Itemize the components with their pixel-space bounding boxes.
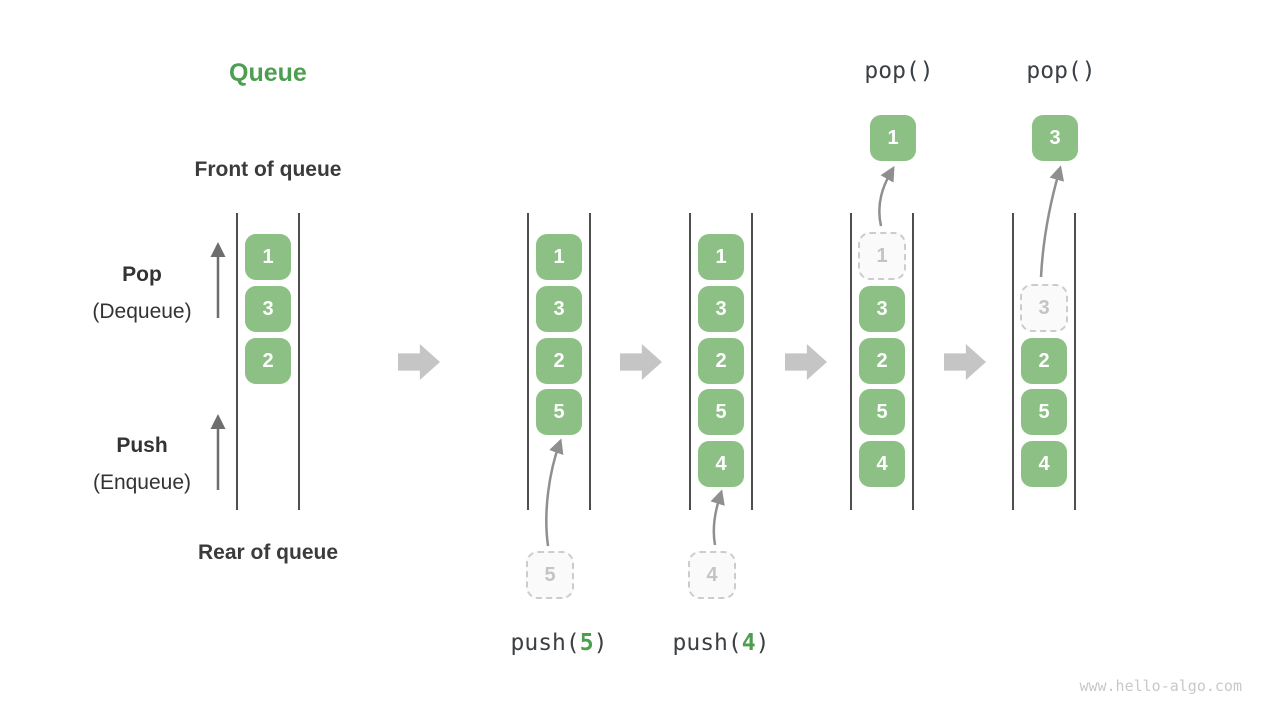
incoming-item-ghost: 4 [688, 551, 736, 599]
queue-item: 5 [698, 389, 744, 435]
push-call-pre: push( [510, 630, 580, 656]
diagram-title: Queue [229, 59, 307, 87]
step-arrow-icon [785, 344, 827, 380]
push-call-post: ) [755, 630, 770, 656]
queue-wall-right [751, 213, 753, 510]
queue-wall-left [527, 213, 529, 510]
step-arrow-icon [398, 344, 440, 380]
queue-item: 3 [245, 286, 291, 332]
queue-wall-right [298, 213, 300, 510]
queue-wall-left [1012, 213, 1014, 510]
pop-1-arrow [878, 165, 895, 227]
push-call-post: ) [593, 630, 608, 656]
pop-label: Pop [122, 263, 162, 286]
queue-wall-left [689, 213, 691, 510]
push-call-arg: 5 [579, 630, 594, 656]
push-call-arg: 4 [741, 630, 756, 656]
queue-item: 2 [698, 338, 744, 384]
queue-item: 2 [536, 338, 582, 384]
queue-item: 2 [1021, 338, 1067, 384]
push-4-arrow [710, 489, 725, 546]
pop-3-arrow [1039, 165, 1065, 278]
queue-item: 1 [536, 234, 582, 280]
push-label: Push [116, 434, 168, 457]
pop-call-label: pop() [1026, 58, 1096, 84]
queue-item: 1 [698, 234, 744, 280]
queue-item: 4 [859, 441, 905, 487]
queue-wall-left [236, 213, 238, 510]
queue-item: 4 [1021, 441, 1067, 487]
pop-call-label: pop() [864, 58, 934, 84]
push-call-label: push(5) [479, 630, 639, 656]
queue-wall-right [912, 213, 914, 510]
queue-item: 3 [536, 286, 582, 332]
queue-item: 5 [536, 389, 582, 435]
queue-item: 3 [859, 286, 905, 332]
queue-wall-right [1074, 213, 1076, 510]
queue-item: 5 [859, 389, 905, 435]
dequeue-label: (Dequeue) [92, 300, 192, 323]
removed-item-ghost: 3 [1020, 284, 1068, 332]
queue-item: 1 [245, 234, 291, 280]
watermark: www.hello-algo.com [1079, 677, 1242, 695]
step-arrow-icon [620, 344, 662, 380]
rear-of-queue-label: Rear of queue [197, 541, 339, 564]
push-enqueue-label: Push (Enqueue) [62, 427, 222, 501]
incoming-item-ghost: 5 [526, 551, 574, 599]
push-call-label: push(4) [641, 630, 801, 656]
queue-item: 2 [245, 338, 291, 384]
push-call-pre: push( [672, 630, 742, 656]
queue-item: 3 [698, 286, 744, 332]
popped-item: 3 [1032, 115, 1078, 161]
push-5-arrow [545, 438, 564, 547]
removed-item-ghost: 1 [858, 232, 906, 280]
queue-item: 2 [859, 338, 905, 384]
pop-dequeue-label: Pop (Dequeue) [62, 256, 222, 330]
step-arrow-icon [944, 344, 986, 380]
front-of-queue-label: Front of queue [194, 158, 342, 181]
enqueue-label: (Enqueue) [92, 471, 192, 494]
popped-item: 1 [870, 115, 916, 161]
queue-item: 4 [698, 441, 744, 487]
queue-wall-right [589, 213, 591, 510]
queue-wall-left [850, 213, 852, 510]
queue-item: 5 [1021, 389, 1067, 435]
